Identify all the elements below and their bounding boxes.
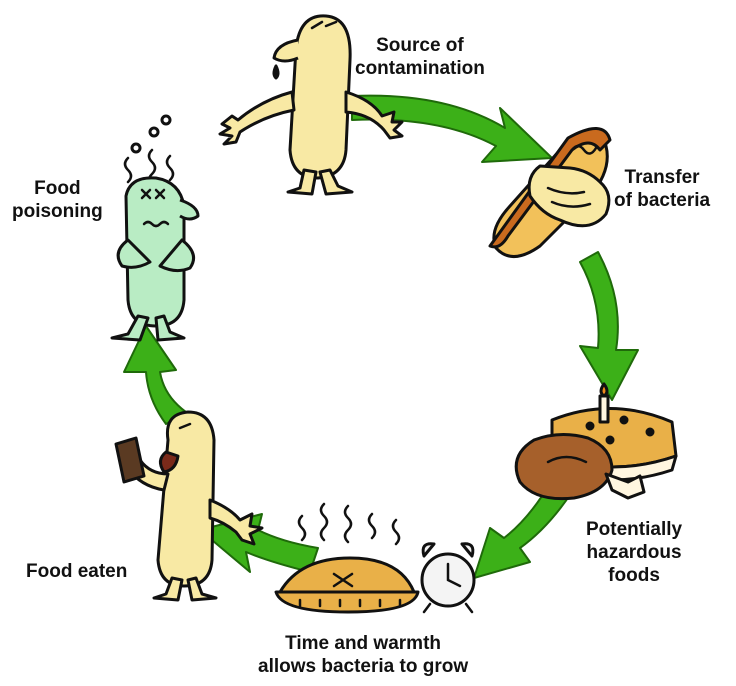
- caption-line: Food: [34, 178, 81, 199]
- caption-transfer-of-bacteria: Transfer of bacteria: [614, 166, 710, 212]
- caption-food-poisoning: Food poisoning: [12, 177, 103, 223]
- sick-figure-icon: [110, 114, 200, 342]
- caption-line: Source of: [376, 35, 464, 56]
- caption-source-of-contamination: Source of contamination: [355, 34, 485, 80]
- pie-and-turkey-icon: [514, 382, 678, 501]
- caption-potentially-hazardous-foods: Potentially hazardous foods: [586, 518, 682, 587]
- arrow-eaten-to-poisoning: [123, 325, 187, 425]
- caption-line: allows bacteria to grow: [258, 656, 469, 677]
- caption-food-eaten: Food eaten: [26, 560, 127, 583]
- caption-line: Food eaten: [26, 561, 128, 582]
- caption-line: hazardous: [586, 542, 682, 563]
- caption-line: of bacteria: [614, 190, 711, 211]
- caption-time-and-warmth: Time and warmth allows bacteria to grow: [258, 632, 468, 678]
- arrow-potential-to-time: [473, 479, 573, 579]
- cycle-arrows: [123, 94, 639, 579]
- figure-eating-icon: [114, 410, 264, 602]
- caption-line: foods: [608, 565, 660, 586]
- arrow-transfer-to-potential: [579, 251, 639, 401]
- caption-line: contamination: [355, 58, 485, 79]
- steaming-pie-and-clock-icon: [274, 502, 476, 614]
- caption-line: poisoning: [12, 201, 103, 222]
- germ-figure-icon: [218, 14, 404, 196]
- caption-line: Potentially: [586, 519, 683, 540]
- caption-line: Time and warmth: [285, 633, 441, 654]
- hand-holding-hotdog-icon: [488, 127, 612, 258]
- caption-line: Transfer: [624, 167, 700, 188]
